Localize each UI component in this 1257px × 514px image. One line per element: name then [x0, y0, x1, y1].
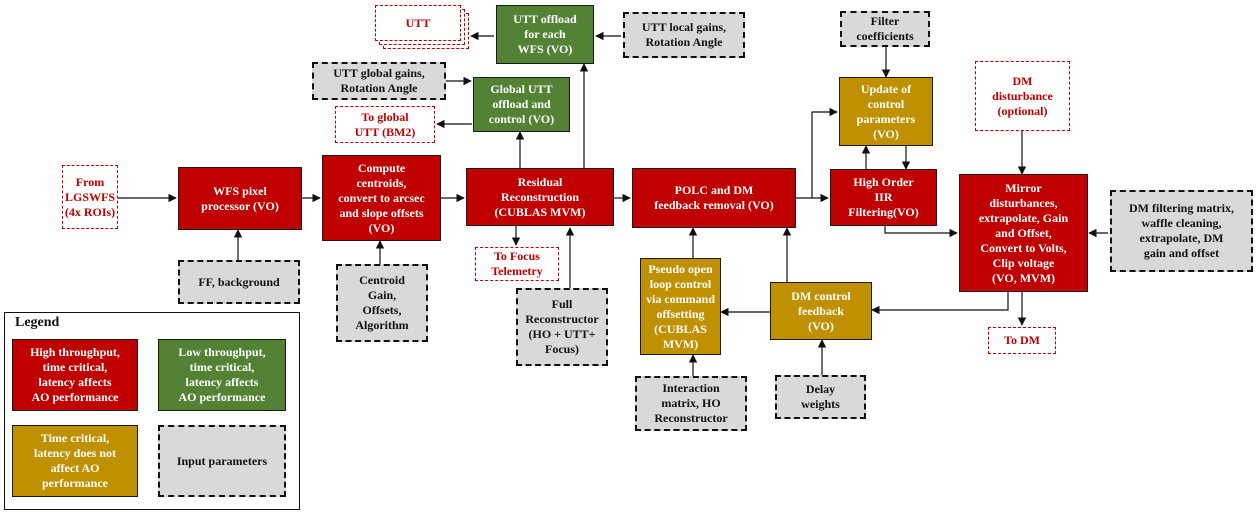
utt-local-gains-input: UTT local gains, Rotation Angle — [623, 12, 745, 58]
to-global-utt-target: To global UTT (BM2) — [335, 106, 435, 143]
from-lgswfs-source: From LGSWFS (4x ROIs) — [62, 165, 118, 229]
legend: Legend High throughput, time critical, l… — [4, 312, 300, 510]
utt-offload-block: UTT offload for each WFS (VO) — [496, 5, 594, 64]
global-utt-block: Global UTT offload and control (VO) — [473, 77, 570, 132]
utt-target: UTT — [375, 5, 461, 41]
pseudo-open-loop-block: Pseudo open loop control via command off… — [640, 258, 721, 355]
legend-time-critical: Time critical, latency does not affect A… — [12, 425, 138, 497]
legend-title: Legend — [15, 315, 60, 330]
delay-weights-input: Delay weights — [775, 375, 866, 419]
ff-background-input: FF, background — [178, 260, 300, 304]
legend-low-throughput: Low throughput, time critical, latency a… — [158, 339, 286, 411]
dm-control-feedback-block: DM control feedback (VO) — [770, 282, 872, 340]
arrow-iir-to-mirror — [884, 226, 958, 238]
update-control-parameters-block: Update of control parameters (VO) — [839, 77, 933, 146]
to-dm-target: To DM — [988, 327, 1056, 354]
polc-dm-feedback-block: POLC and DM feedback removal (VO) — [632, 168, 796, 228]
filter-coefficients-input: Filter coefficients — [840, 11, 930, 47]
utt-global-gains-input: UTT global gains, Rotation Angle — [312, 62, 446, 100]
legend-input-parameters: Input parameters — [158, 425, 286, 497]
centroid-params-input: Centroid Gain, Offsets, Algorithm — [336, 264, 428, 342]
dm-filtering-input: DM filtering matrix, waffle cleaning, ex… — [1110, 190, 1253, 272]
arrow-feedback-to-update — [811, 107, 838, 198]
legend-high-throughput: High throughput, time critical, latency … — [12, 339, 138, 411]
interaction-matrix-input: Interaction matrix, HO Reconstructor — [635, 376, 747, 431]
to-focus-telemetry-target: To Focus Telemetry — [475, 247, 559, 281]
full-reconstructor-input: Full Reconstructor (HO + UTT+ Focus) — [516, 288, 608, 366]
arrow-mirror-to-dmfb — [871, 292, 1009, 315]
residual-reconstruction-block: Residual Reconstruction (CUBLAS MVM) — [466, 168, 614, 226]
mirror-disturbances-block: Mirror disturbances, extrapolate, Gain a… — [959, 174, 1088, 292]
dm-disturbance-source: DM disturbance (optional) — [975, 61, 1070, 131]
high-order-iir-block: High Order IIR Filtering(VO) — [830, 169, 937, 226]
wfs-pixel-processor-block: WFS pixel processor (VO) — [178, 167, 302, 230]
compute-centroids-block: Compute centroids, convert to arcsec and… — [322, 155, 441, 241]
